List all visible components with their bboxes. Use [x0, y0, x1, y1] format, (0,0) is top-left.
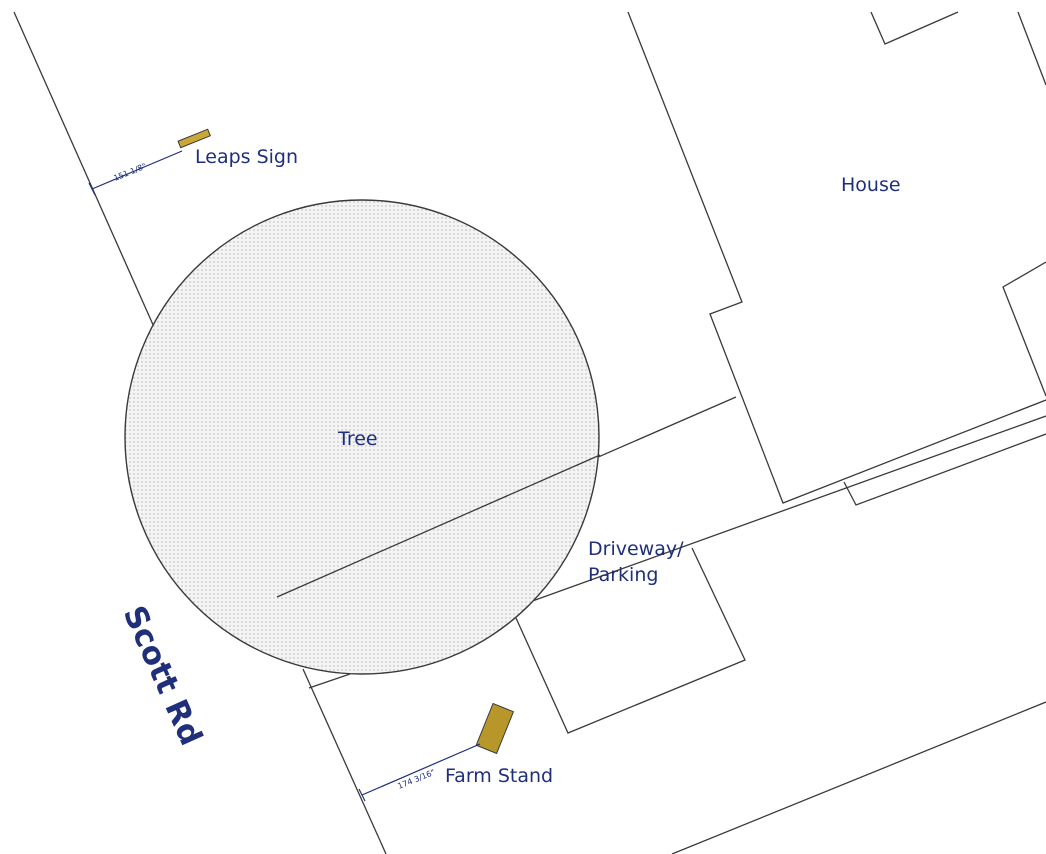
leaps-sign-marker — [177, 128, 211, 149]
road-label: Scott Rd — [116, 601, 209, 751]
stand-lot-line — [308, 673, 351, 689]
farm-stand-dimension-tick — [358, 788, 366, 802]
house-label: House — [841, 174, 901, 196]
driveway-line-main — [512, 415, 1046, 609]
tree-label: Tree — [337, 428, 378, 450]
farm-stand-label: Farm Stand — [445, 765, 553, 787]
road-edge-line-lower — [302, 668, 387, 854]
leaps-sign-dimension-tick — [88, 182, 96, 196]
house-right-wing — [1002, 261, 1046, 397]
parking-box — [515, 547, 746, 734]
leaps-sign-dimension-label: 151 1/8" — [112, 162, 147, 183]
farm-stand-dimension-line — [361, 743, 481, 796]
house-outline — [627, 11, 1046, 504]
house-corner-top — [870, 11, 959, 45]
house-right-edge — [1017, 11, 1046, 86]
road-edge-line — [13, 11, 155, 328]
driveway-label-line2: Parking — [588, 564, 658, 586]
tree-canopy — [124, 199, 600, 675]
driveway-line-through-tree — [276, 454, 601, 598]
farm-stand-marker — [475, 702, 515, 755]
driveway-step — [843, 433, 1046, 506]
leaps-sign-label: Leaps Sign — [195, 146, 298, 168]
lower-lot-line — [671, 701, 1046, 854]
driveway-label-line1: Driveway/ — [588, 538, 684, 560]
leaps-sign-dimension-line — [91, 150, 183, 190]
